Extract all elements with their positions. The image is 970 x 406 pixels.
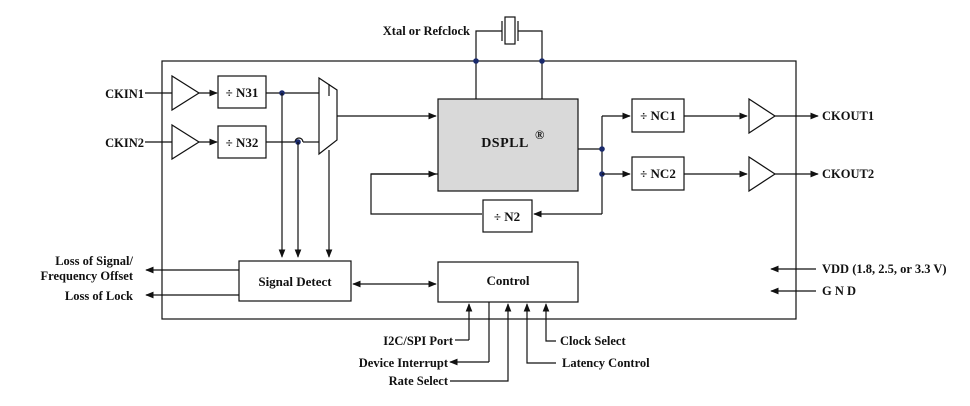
ckout2-label: CKOUT2 bbox=[822, 167, 874, 181]
crystal-symbol bbox=[473, 16, 545, 99]
ckout1-label: CKOUT1 bbox=[822, 109, 874, 123]
n32-label: ÷ N32 bbox=[226, 135, 259, 150]
los-label-line1: Loss of Signal/ bbox=[55, 254, 133, 268]
i2c-label: I2C/SPI Port bbox=[383, 334, 454, 348]
control-block bbox=[437, 261, 579, 303]
n32-divider bbox=[217, 125, 267, 159]
dspll-block bbox=[437, 98, 579, 192]
nc2-label: ÷ NC2 bbox=[640, 166, 676, 181]
n31-label: ÷ N31 bbox=[226, 85, 259, 100]
ckin1-buffer bbox=[171, 74, 201, 112]
gnd-label: G N D bbox=[822, 284, 856, 298]
ckout2-buffer bbox=[748, 155, 777, 193]
nc2-divider bbox=[631, 156, 685, 191]
ckout1-buffer bbox=[748, 97, 777, 135]
signal-detect-label: Signal Detect bbox=[258, 274, 332, 289]
dspll-registered-mark: ® bbox=[535, 128, 544, 142]
dspll-label: DSPLL bbox=[481, 136, 529, 151]
clock-select-label: Clock Select bbox=[560, 334, 626, 348]
signal-detect-block bbox=[238, 260, 352, 302]
input-mux bbox=[318, 76, 338, 156]
n31-divider bbox=[217, 75, 267, 109]
nc1-label: ÷ NC1 bbox=[640, 108, 676, 123]
xtal-label: Xtal or Refclock bbox=[383, 24, 470, 38]
device-interrupt-label: Device Interrupt bbox=[359, 356, 449, 370]
ckin1-label: CKIN1 bbox=[105, 87, 144, 101]
ckin2-buffer bbox=[171, 123, 201, 161]
ckin2-label: CKIN2 bbox=[105, 136, 144, 150]
n2-divider bbox=[482, 199, 533, 233]
n2-label: ÷ N2 bbox=[494, 209, 520, 224]
latency-control-label: Latency Control bbox=[562, 356, 650, 370]
los-label-line2: Frequency Offset bbox=[41, 269, 134, 283]
vdd-label: VDD (1.8, 2.5, or 3.3 V) bbox=[822, 262, 947, 276]
control-label: Control bbox=[486, 273, 529, 288]
rate-select-label: Rate Select bbox=[389, 374, 449, 388]
lol-label: Loss of Lock bbox=[65, 289, 133, 303]
